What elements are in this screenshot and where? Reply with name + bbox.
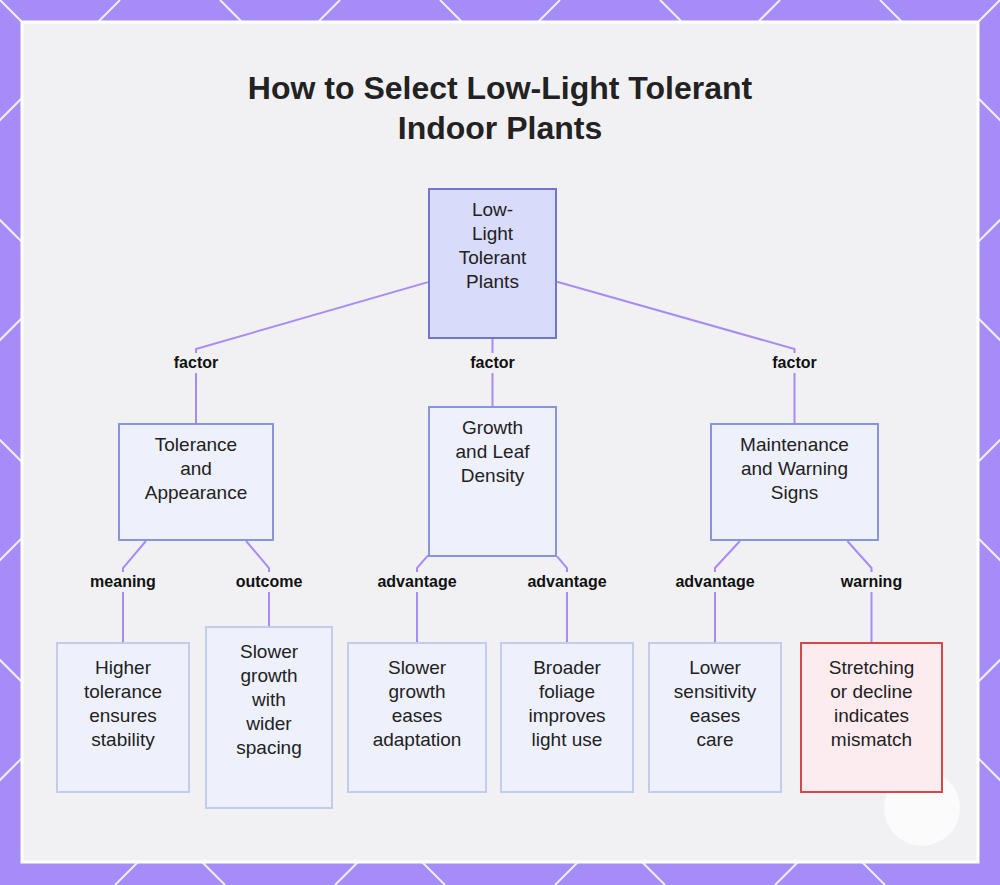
node-label: Low-Light Tolerant Plants bbox=[456, 198, 529, 294]
factor-box: Growth and Leaf Density bbox=[428, 406, 557, 557]
edge-label: factor bbox=[171, 353, 221, 373]
edge-label: advantage bbox=[374, 572, 459, 592]
edge-label: meaning bbox=[87, 572, 159, 592]
node-label: Higher tolerance ensures stability bbox=[82, 656, 164, 752]
diagram-title: How to Select Low-Light Tolerant Indoor … bbox=[200, 68, 800, 148]
edge-label: outcome bbox=[233, 572, 306, 592]
detail-box: Lower sensitivity eases care bbox=[648, 642, 782, 793]
connector-line bbox=[557, 282, 795, 423]
node-label: Maintenance and Warning Signs bbox=[734, 433, 855, 505]
edge-label: advantage bbox=[672, 572, 757, 592]
factor-box: Tolerance and Appearance bbox=[118, 423, 274, 541]
edge-label: advantage bbox=[524, 572, 609, 592]
warning-box: Stretching or decline indicates mismatch bbox=[800, 642, 943, 793]
node-label: Growth and Leaf Density bbox=[454, 416, 531, 488]
detail-box: Slower growth with wider spacing bbox=[205, 626, 333, 809]
node-label: Stretching or decline indicates mismatch bbox=[826, 656, 917, 752]
node-label: Tolerance and Appearance bbox=[142, 433, 250, 505]
detail-box: Higher tolerance ensures stability bbox=[56, 642, 190, 793]
connector-line bbox=[557, 556, 567, 642]
edge-label: factor bbox=[467, 353, 517, 373]
edge-label: factor bbox=[769, 353, 819, 373]
connector-line bbox=[417, 555, 428, 642]
node-label: Slower growth eases adaptation bbox=[373, 656, 462, 752]
detail-box: Broader foliage improves light use bbox=[500, 642, 634, 793]
edge-label: warning bbox=[838, 572, 905, 592]
factor-box: Maintenance and Warning Signs bbox=[710, 423, 879, 541]
connector-line bbox=[196, 282, 428, 423]
node-label: Broader foliage improves light use bbox=[526, 656, 608, 752]
detail-box: Slower growth eases adaptation bbox=[347, 642, 487, 793]
node-label: Lower sensitivity eases care bbox=[674, 656, 756, 752]
root-box: Low-Light Tolerant Plants bbox=[428, 188, 557, 339]
node-label: Slower growth with wider spacing bbox=[233, 640, 305, 760]
